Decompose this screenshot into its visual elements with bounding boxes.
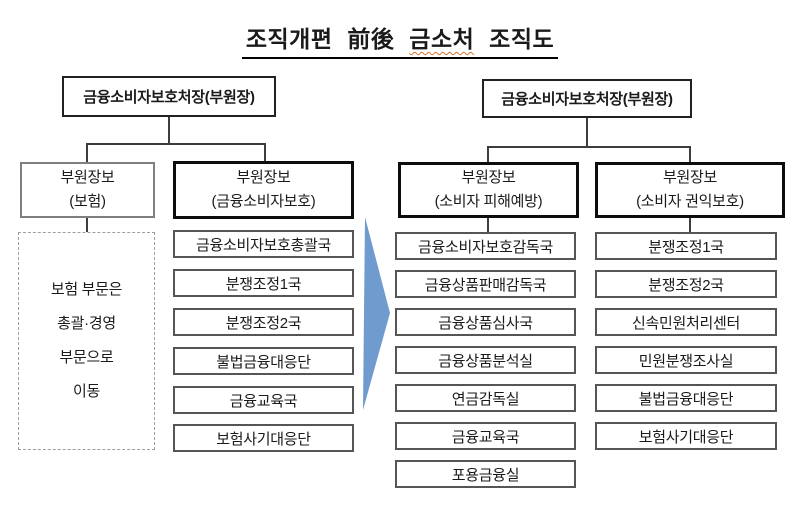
title-spellcheck-word: 금소처: [409, 26, 475, 52]
connector-line: [86, 218, 88, 232]
dept-box: 금융상품판매감독국: [395, 270, 576, 298]
dept-box: 보험사기대응단: [173, 424, 354, 452]
dept-box: 분쟁조정1국: [173, 269, 354, 297]
before-vice-insurance-box: 부원장보 (보험): [20, 162, 155, 218]
dept-box: 금융상품심사국: [395, 308, 576, 336]
dept-box: 민원분쟁조사실: [595, 346, 777, 374]
connector-line: [86, 143, 266, 145]
title-text-pre: 조직개편 前後: [245, 26, 410, 52]
dept-box: 신속민원처리센터: [595, 308, 777, 336]
before-head-box: 금융소비자보호처장(부원장): [62, 76, 276, 117]
connector-line: [689, 146, 691, 162]
dept-box: 분쟁조정1국: [595, 232, 777, 260]
title-text-post: 조직도: [474, 26, 555, 52]
insurance-move-note-box: 보험 부문은 총괄·경영 부문으로 이동: [18, 232, 155, 450]
dept-box: 불법금융대응단: [173, 347, 354, 375]
connector-line: [487, 146, 489, 162]
dept-box: 분쟁조정2국: [173, 308, 354, 336]
page-title: 조직개편 前後 금소처 조직도: [0, 20, 800, 59]
dept-box: 금융소비자보호총괄국: [173, 230, 354, 258]
dept-box: 금융교육국: [395, 422, 576, 450]
connector-line: [689, 218, 691, 232]
transition-arrow-icon: [363, 217, 390, 410]
dept-box: 포용금융실: [395, 460, 576, 488]
connector-line: [586, 118, 588, 148]
connector-line: [168, 117, 170, 144]
after-vice-rights-box: 부원장보 (소비자 권익보호): [595, 162, 785, 218]
after-head-box: 금융소비자보호처장(부원장): [482, 79, 692, 118]
connector-line: [86, 143, 88, 162]
dept-box: 보험사기대응단: [595, 422, 777, 450]
connector-line: [264, 143, 266, 162]
connector-line: [487, 218, 489, 232]
after-vice-prevention-box: 부원장보 (소비자 피해예방): [398, 162, 579, 218]
before-vice-consumer-box: 부원장보 (금융소비자보호): [173, 161, 354, 219]
connector-line: [487, 146, 691, 148]
dept-box: 불법금융대응단: [595, 384, 777, 412]
dept-box: 금융교육국: [173, 386, 354, 414]
dept-box: 연금감독실: [395, 384, 576, 412]
dept-box: 금융소비자보호감독국: [395, 232, 576, 260]
dept-box: 금융상품분석실: [395, 346, 576, 374]
dept-box: 분쟁조정2국: [595, 270, 777, 298]
